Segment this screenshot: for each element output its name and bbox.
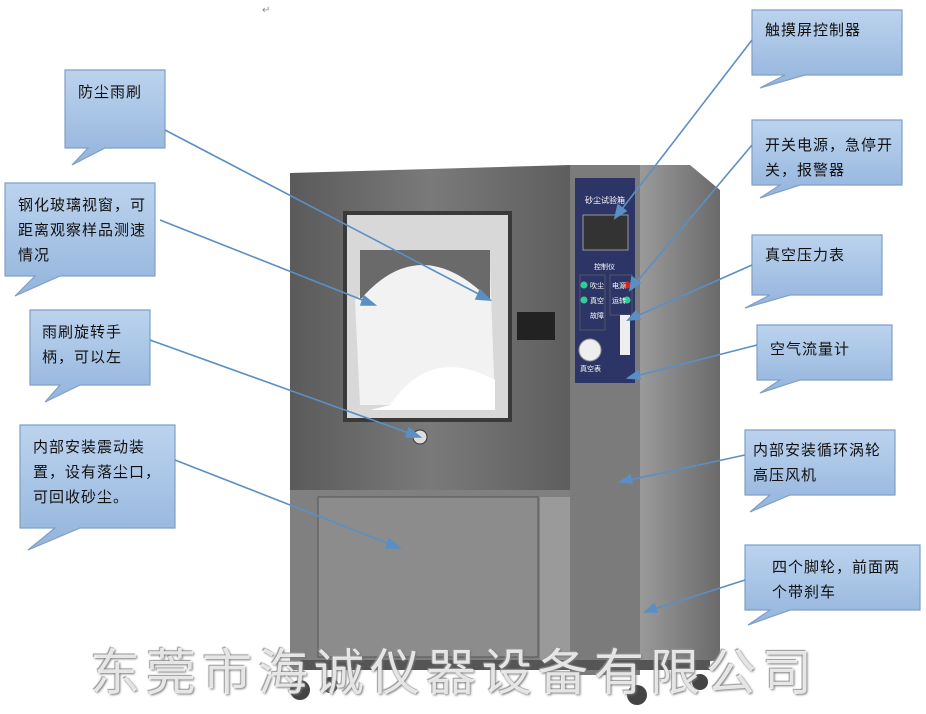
callout-touchscreen: 触摸屏控制器 — [765, 21, 862, 39]
arrow-handle — [149, 339, 421, 438]
paragraph-mark-icon: ↵ — [262, 5, 271, 16]
test-chamber — [290, 165, 720, 705]
callout-wiper: 防尘雨刷 — [78, 83, 143, 101]
emergency-stop — [623, 281, 631, 289]
arrow-blower — [619, 454, 746, 483]
arrow-touchscreen — [614, 39, 753, 219]
callout-gauge: 真空压力表 — [765, 246, 846, 264]
vacuum-gauge-label: 真空表 — [580, 365, 601, 373]
indicator-running: 运转 — [612, 297, 626, 305]
vacuum-gauge — [578, 338, 602, 362]
arrowhead-window — [359, 294, 378, 306]
arrowhead-vibration — [384, 537, 403, 549]
callout-window: 钢化玻璃视窗，可距离观察样品测速情况 — [18, 196, 147, 264]
arrowhead-handle — [404, 426, 423, 438]
blow-dust-button-light — [580, 281, 588, 289]
company-watermark: 东莞市海诚仪器设备有限公司 — [90, 644, 818, 702]
arrow-power — [629, 144, 753, 291]
callout-flowmeter: 空气流量计 — [770, 340, 851, 358]
arrowhead-flowmeter — [625, 369, 642, 380]
panel-controller-label: 控制仪 — [594, 263, 615, 271]
vacuum-button-light — [580, 296, 588, 304]
callout-box-flowmeter — [756, 324, 893, 394]
touchscreen — [582, 214, 629, 251]
arrowhead-gauge — [626, 309, 642, 321]
door-latch — [517, 312, 555, 340]
callout-box-blower — [744, 429, 896, 513]
arrow-casters — [644, 579, 746, 613]
arrowhead-power — [628, 275, 642, 292]
running-light — [623, 296, 631, 304]
casters — [290, 674, 708, 705]
callout-box-wiper — [64, 69, 166, 166]
callout-casters: 四个脚轮，前面两个带刹车 — [772, 558, 901, 601]
button-power: 电源 — [612, 282, 626, 290]
button-vacuum: 真空 — [590, 297, 604, 305]
callout-box-vibration — [19, 424, 176, 551]
callout-power: 开关电源，急停开关，报警器 — [765, 136, 894, 179]
panel-title: 砂尘试验箱 — [585, 196, 625, 205]
arrowhead-blower — [617, 473, 634, 484]
arrow-gauge — [627, 264, 753, 321]
lower-cabinet-door — [317, 496, 539, 658]
callout-box-handle — [29, 309, 151, 403]
callout-box-touchscreen — [751, 9, 903, 89]
arrow-wiper — [164, 129, 491, 301]
arrow-window — [159, 219, 376, 306]
callout-box-window — [4, 182, 156, 297]
flow-meter — [620, 315, 630, 355]
callout-blower: 内部安装循环涡轮高压风机 — [753, 441, 882, 484]
callout-box-casters — [744, 544, 921, 626]
arrow-flowmeter — [627, 344, 758, 379]
arrowhead-wiper — [474, 288, 493, 301]
arrowhead-touchscreen — [613, 203, 628, 220]
callout-box-power — [751, 119, 903, 199]
button-blow-dust: 吹尘 — [590, 282, 604, 290]
callout-handle: 雨刷旋转手柄，可以左 — [42, 323, 123, 366]
arrowhead-casters — [642, 602, 659, 613]
indicator-fault: 故障 — [590, 312, 604, 320]
arrow-vibration — [174, 459, 401, 549]
callout-box-gauge — [744, 234, 883, 309]
callout-vibration: 内部安装震动装置，设有落尘口，可回收砂尘。 — [33, 438, 162, 506]
